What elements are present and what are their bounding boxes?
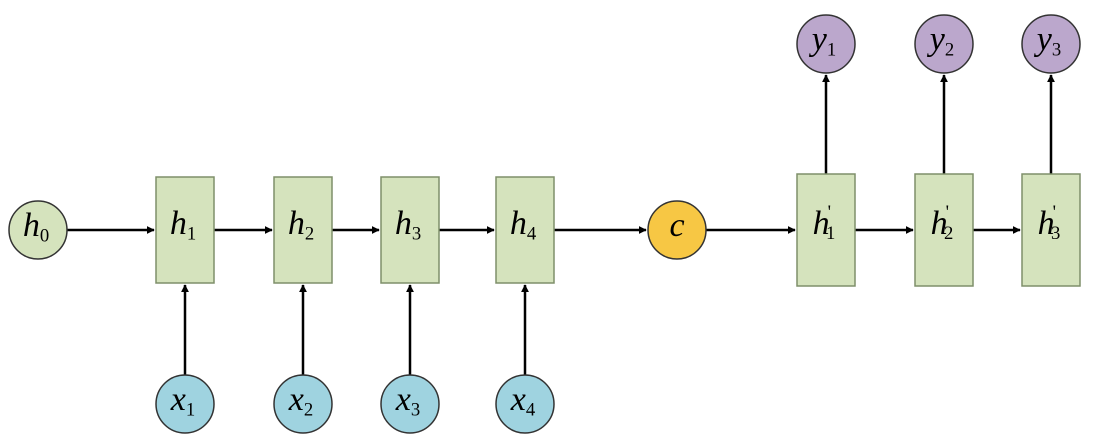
encoder-label-3-subscript: 3 — [412, 224, 421, 245]
encoder-box-1 — [155, 176, 215, 284]
decoder-label-1-subscript: 1 — [826, 223, 835, 244]
decoder-label-3-base: h — [1038, 205, 1055, 242]
input-label-3: x3 — [395, 381, 420, 421]
decoder-label-3-prime: ' — [1053, 202, 1056, 223]
output-label-1: y1 — [809, 21, 836, 61]
input-label-4: x4 — [510, 381, 536, 421]
decoder-label-2-base: h — [931, 205, 948, 242]
input-label-1-base: x — [170, 381, 186, 418]
output-label-1-subscript: 1 — [827, 40, 836, 61]
decoder-label-1: h'1 — [813, 202, 836, 244]
output-label-2-base: y — [927, 21, 946, 58]
decoder-label-2-subscript: 2 — [944, 223, 953, 244]
output-label-2-subscript: 2 — [945, 40, 954, 61]
context-label: c — [669, 207, 684, 244]
encoder-box-3 — [380, 176, 440, 284]
encoder-label-1-base: h — [170, 205, 187, 242]
input-node-1 — [155, 374, 215, 434]
output-label-3: y3 — [1034, 21, 1061, 61]
decoder-label-2-prime: ' — [946, 202, 949, 223]
decoder-label-3: h'3 — [1038, 202, 1061, 244]
input-label-1: x1 — [170, 381, 195, 421]
encoder-label-2-base: h — [288, 205, 305, 242]
encoder-label-4: h4 — [510, 205, 537, 245]
input-node-2 — [273, 374, 333, 434]
decoder-label-1-base: h — [813, 205, 830, 242]
output-label-1-base: y — [809, 21, 828, 58]
h0-label-subscript: 0 — [40, 226, 49, 247]
input-label-2-subscript: 2 — [304, 400, 313, 421]
output-node-1 — [796, 14, 856, 74]
input-label-3-base: x — [395, 381, 411, 418]
encoder-label-2-subscript: 2 — [305, 224, 314, 245]
h0-label: h0 — [23, 207, 49, 247]
encoder-label-4-subscript: 4 — [527, 224, 537, 245]
output-node-2 — [914, 14, 974, 74]
decoder-box-2 — [914, 173, 974, 287]
input-label-2-base: x — [288, 381, 304, 418]
output-node-3 — [1021, 14, 1081, 74]
arrows — [67, 74, 1055, 375]
input-label-4-base: x — [510, 381, 526, 418]
output-label-3-base: y — [1034, 21, 1053, 58]
encoder-label-4-base: h — [510, 205, 527, 242]
input-label-3-subscript: 3 — [411, 400, 420, 421]
decoder-label-2: h'2 — [931, 202, 954, 244]
decoder-box-3 — [1021, 173, 1081, 287]
context-node — [647, 200, 707, 260]
context-label-base: c — [669, 207, 684, 244]
encoder-box-2 — [273, 176, 333, 284]
decoder-label-1-prime: ' — [828, 202, 831, 223]
output-label-2: y2 — [927, 21, 954, 61]
input-node-4 — [495, 374, 555, 434]
h0-label-base: h — [23, 207, 40, 244]
encoder-box-4 — [495, 176, 555, 284]
encoder-label-1: h1 — [170, 205, 196, 245]
encoder-label-1-subscript: 1 — [187, 224, 196, 245]
input-label-2: x2 — [288, 381, 313, 421]
h0-node — [8, 200, 68, 260]
input-label-1-subscript: 1 — [186, 400, 195, 421]
decoder-label-3-subscript: 3 — [1051, 223, 1060, 244]
input-label-4-subscript: 4 — [526, 400, 536, 421]
encoder-label-2: h2 — [288, 205, 314, 245]
encoder-label-3: h3 — [395, 205, 421, 245]
output-label-3-subscript: 3 — [1052, 40, 1061, 61]
input-node-3 — [380, 374, 440, 434]
decoder-box-1 — [796, 173, 856, 287]
encoder-label-3-base: h — [395, 205, 412, 242]
